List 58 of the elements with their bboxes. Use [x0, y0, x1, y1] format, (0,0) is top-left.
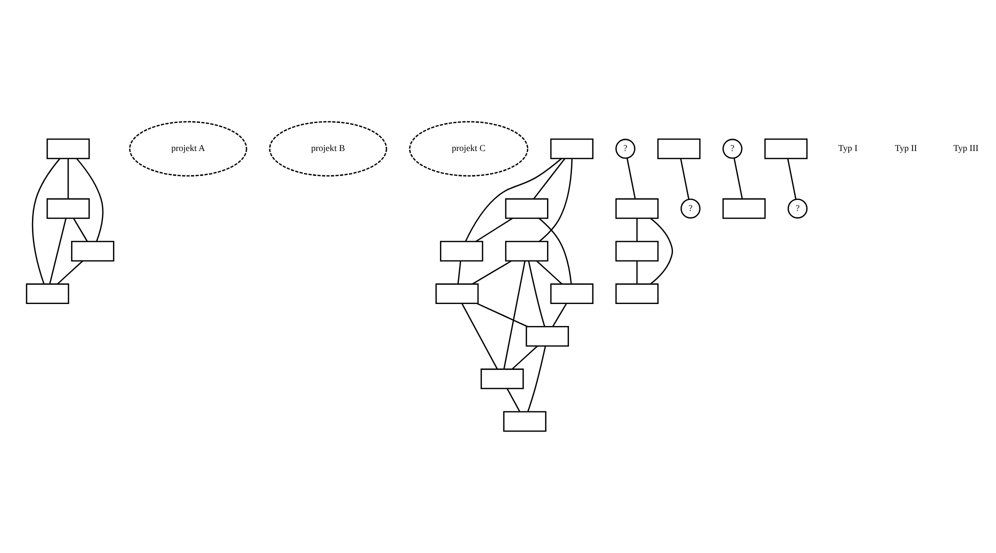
connector [31, 158, 60, 284]
node-circle: ? [680, 198, 700, 219]
node-box [722, 198, 766, 219]
connector [67, 158, 68, 199]
connector [538, 158, 572, 242]
node-circle: ? [787, 198, 808, 219]
node-box [46, 138, 90, 160]
node-box [656, 138, 700, 160]
connector [733, 158, 742, 200]
connector [475, 218, 512, 242]
connector [76, 158, 103, 242]
connector [502, 260, 526, 370]
node-box [25, 283, 69, 304]
connector [526, 346, 546, 412]
connector [471, 260, 512, 285]
connector [456, 260, 461, 284]
connector [532, 158, 565, 200]
connector [506, 388, 520, 412]
connector [650, 218, 672, 285]
node-box [614, 240, 658, 262]
connector [680, 158, 689, 200]
node-box [550, 138, 593, 160]
connector [636, 260, 638, 284]
connector [56, 260, 83, 284]
connector [72, 218, 88, 242]
node-box [502, 411, 546, 432]
connector [464, 158, 562, 242]
connector [626, 158, 636, 200]
node-box [614, 198, 658, 219]
node-box [434, 283, 478, 304]
node-box [504, 198, 548, 219]
node-box [480, 368, 524, 390]
node-ellipse: projekt A [128, 121, 247, 176]
node-ellipse: projekt B [268, 121, 387, 176]
node-box [70, 240, 114, 262]
node-box [504, 240, 548, 262]
node-box [764, 138, 808, 160]
node-ellipse: projekt C [408, 121, 528, 176]
connector [527, 260, 545, 327]
connector [636, 218, 638, 242]
connector [536, 260, 562, 284]
label: Typ III [952, 143, 978, 154]
connector [511, 346, 538, 370]
connector [538, 218, 572, 284]
node-circle: ? [722, 138, 742, 159]
node-box [550, 283, 593, 304]
connector [786, 158, 796, 200]
connector [460, 303, 498, 370]
node-box [46, 198, 90, 219]
node-circle: ? [614, 138, 635, 159]
connector [552, 303, 566, 327]
label: Typ II [894, 143, 917, 154]
node-box [525, 326, 568, 347]
connector [476, 302, 528, 328]
node-box [439, 240, 483, 262]
label: Typ I [838, 143, 857, 154]
connector [48, 218, 66, 284]
node-box [614, 283, 658, 304]
